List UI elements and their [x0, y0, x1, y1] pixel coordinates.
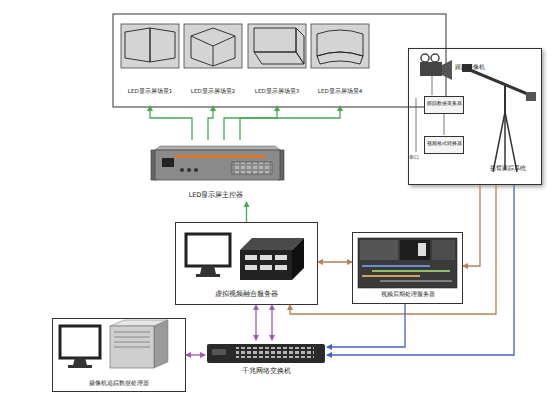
- connector-arrow: [186, 354, 205, 355]
- node-label: LED显示屏场景2: [181, 88, 245, 94]
- node-label: LED显示屏场景4: [308, 88, 372, 94]
- module-box: 视频格式转换器: [424, 136, 464, 154]
- connector-arrow: [150, 106, 192, 140]
- connector-arrow: [318, 261, 352, 262]
- led-scene: LED显示屏场景4: [308, 20, 372, 106]
- annotation: 串口: [409, 155, 419, 161]
- connector-arrow: [463, 185, 480, 266]
- connector-arrow: [246, 202, 247, 222]
- device-box: 视频后期处理服务器: [352, 232, 463, 304]
- node-label: 视频格式转换器: [425, 141, 463, 146]
- module-box: 跟踪数据采集器: [424, 96, 464, 114]
- connector-arrow: [224, 106, 277, 140]
- node-label: 视频后期处理服务器: [353, 291, 462, 298]
- connector-arrow: [327, 304, 405, 347]
- connector-arrow: [240, 106, 340, 140]
- connector-arrow: [290, 185, 496, 314]
- device-box: 千兆网络交换机: [205, 340, 327, 382]
- device-box: 虚拟视频融合服务器: [175, 222, 318, 305]
- node-label: 跟踪数据采集器: [425, 101, 463, 106]
- node-label: LED显示屏主控器: [150, 192, 282, 199]
- led-scene: LED显示屏场景2: [181, 20, 245, 106]
- connector-arrow: [271, 305, 272, 340]
- node-label: 摇臂跟踪系统: [475, 165, 541, 171]
- node-label: 虚拟视频融合服务器: [176, 291, 317, 298]
- node-label: LED显示屏场景3: [245, 88, 309, 94]
- node-label: LED显示屏场景1: [118, 88, 182, 94]
- device-box: 摄像机追踪数据处理器: [52, 318, 186, 392]
- annotation: 跟踪摄像机: [455, 64, 485, 70]
- device-box: LED显示屏主控器: [150, 140, 282, 202]
- led-scene: LED显示屏场景1: [118, 20, 182, 106]
- led-scene: LED显示屏场景3: [245, 20, 309, 106]
- connector-arrow: [208, 106, 213, 140]
- connector-arrow: [255, 305, 256, 340]
- node-label: 千兆网络交换机: [205, 368, 327, 375]
- node-label: 摄像机追踪数据处理器: [53, 380, 185, 387]
- connector-arrow: [327, 185, 514, 355]
